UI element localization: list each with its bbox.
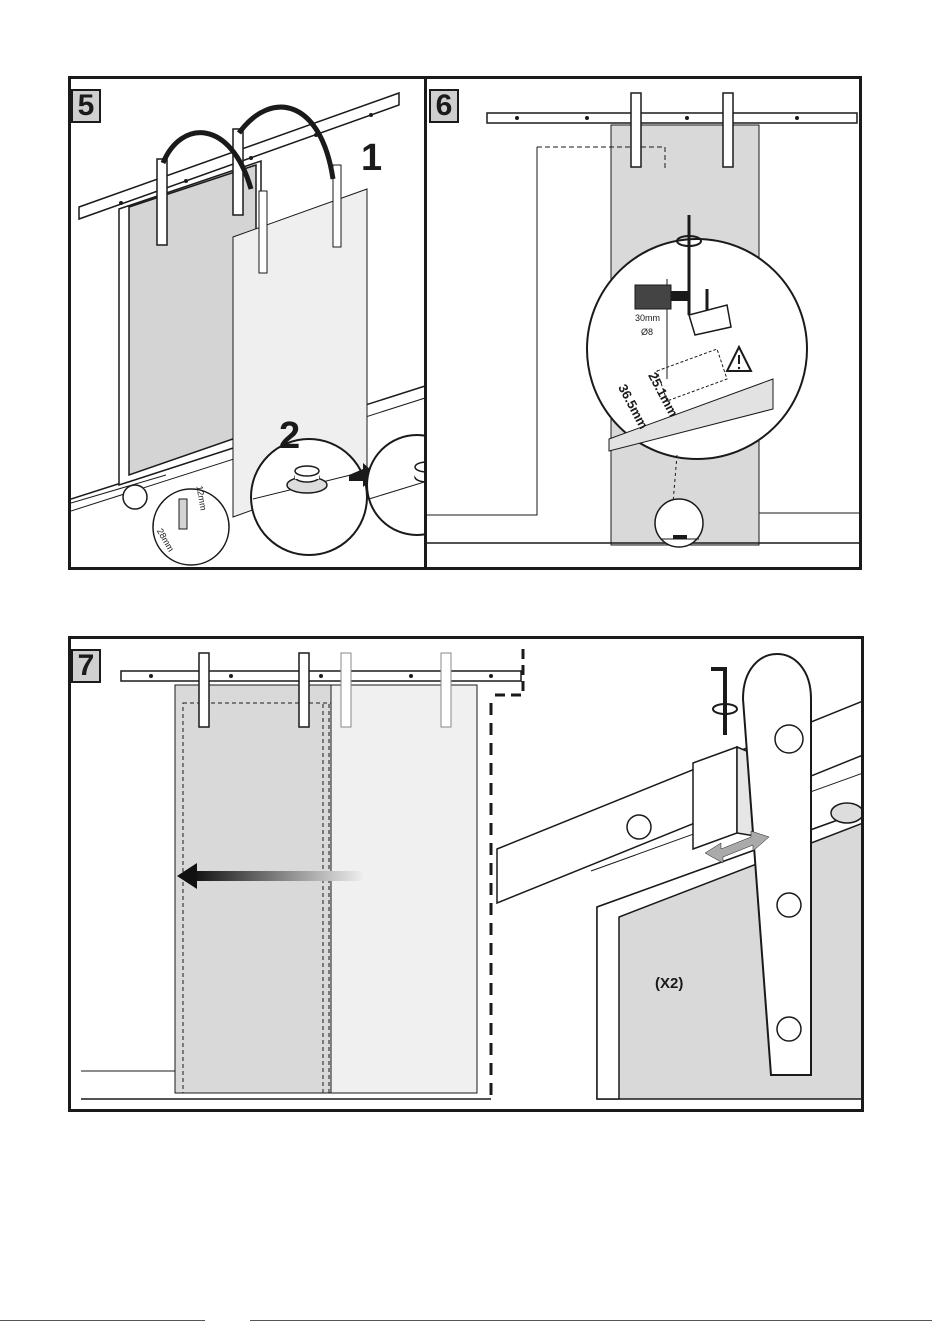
footer-rule-left [0, 1320, 205, 1321]
step-6-panel: 6 30mm Ø8 25.1mm 36.5mm [424, 76, 862, 570]
step-5-number: 5 [71, 89, 101, 123]
step-7-illustration [71, 639, 864, 1112]
step-6-number: 6 [429, 89, 459, 123]
step-5-illustration [71, 79, 444, 570]
step-7-number: 7 [71, 649, 101, 683]
drill-diameter-label: Ø8 [641, 327, 653, 337]
drill-depth-label: 30mm [635, 313, 660, 323]
quantity-label: (X2) [655, 975, 683, 992]
step-5-panel: 5 1 2 12mm 28mm [68, 76, 444, 570]
step-7-panel: 7 (X2) [68, 636, 864, 1112]
step-6-illustration [427, 79, 862, 570]
footer-rule-right [250, 1320, 932, 1321]
substep-2-label: 2 [279, 415, 300, 458]
substep-1-label: 1 [361, 137, 382, 180]
